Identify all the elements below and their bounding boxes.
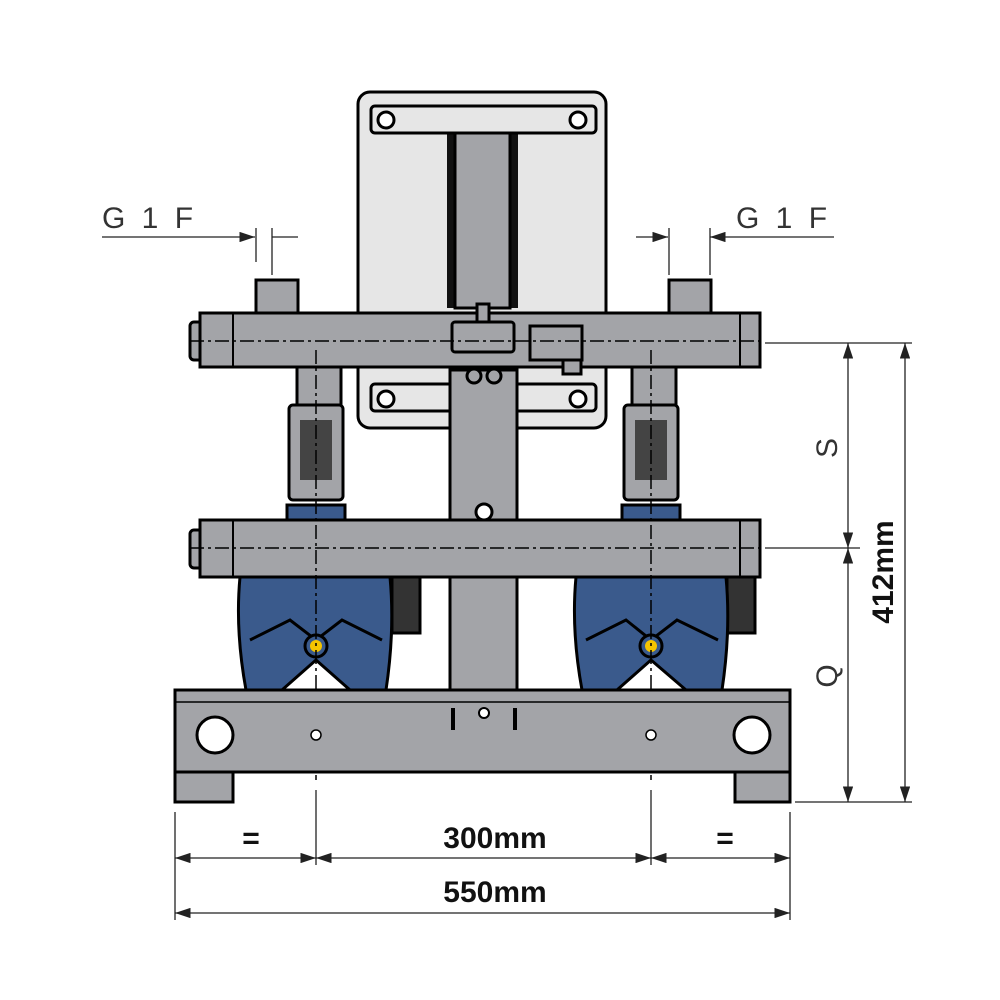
pressure-sensor: [450, 320, 516, 354]
pump-left: [236, 575, 394, 692]
side-equal-right: =: [716, 822, 734, 855]
pressure-switch: [528, 324, 584, 362]
discharge-manifold: [188, 302, 765, 376]
lifting-hole: [732, 715, 772, 755]
total-height-dimension: 412mm: [867, 520, 900, 623]
screw-icon: [376, 389, 396, 409]
discharge-label: Q: [811, 660, 844, 687]
screw-icon: [376, 110, 396, 130]
suction-manifold: [188, 518, 765, 579]
inlet-size-left: G 1 F: [102, 202, 197, 235]
dimension-lines: [102, 228, 912, 920]
base-frame: [173, 688, 792, 804]
motor-box-left: [390, 575, 422, 635]
screw-icon: [568, 389, 588, 409]
lifting-hole: [195, 715, 235, 755]
pump-spacing-dimension: 300mm: [443, 822, 546, 855]
inlet-size-right: G 1 F: [736, 202, 831, 235]
motor-box-right: [725, 575, 757, 635]
screw-icon: [568, 110, 588, 130]
suction-label: S: [811, 434, 844, 458]
total-width-dimension: 550mm: [443, 876, 546, 909]
side-equal-left: =: [242, 822, 260, 855]
